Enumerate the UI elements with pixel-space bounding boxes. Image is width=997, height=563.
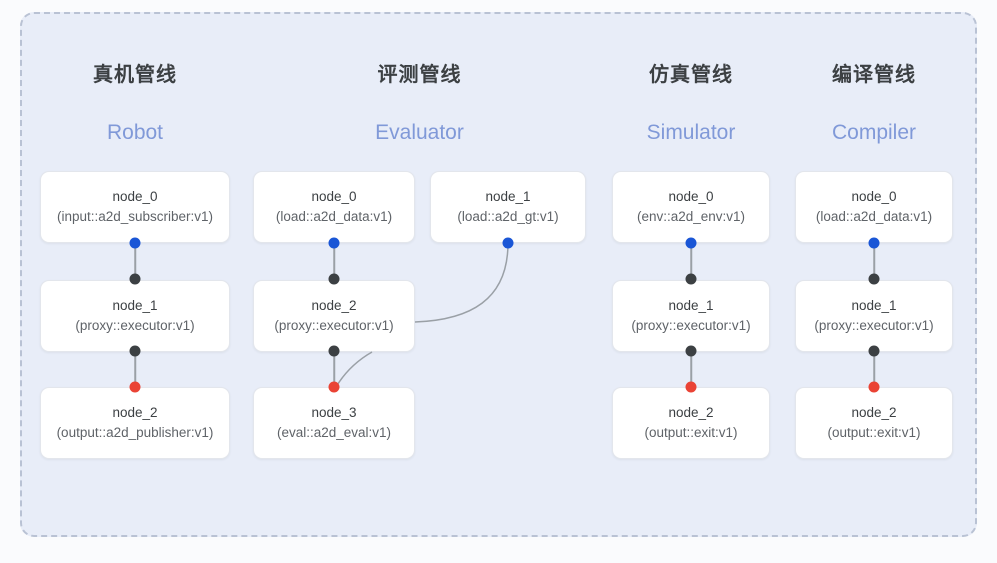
node-eval-node-0[interactable]: node_0 (load::a2d_data:v1) xyxy=(253,171,415,243)
port-input-comp-node-2[interactable] xyxy=(868,381,880,393)
node-sim-node-1[interactable]: node_1 (proxy::executor:v1) xyxy=(612,280,770,352)
column-title-en-robot: Robot xyxy=(106,121,164,144)
node-name: node_1 xyxy=(485,189,531,204)
node-name: node_0 xyxy=(112,189,158,204)
column-title-cn-compiler: 编译管线 xyxy=(832,64,916,86)
pipeline-column-simulator: 仿真管线 Simulator xyxy=(612,0,770,563)
node-type: (proxy::executor:v1) xyxy=(75,318,195,333)
port-output-comp-node-1[interactable] xyxy=(868,345,880,357)
column-title-en-simulator: Simulator xyxy=(646,121,736,144)
edge-eval-2-3 xyxy=(333,351,335,387)
edge-eval-0-2 xyxy=(333,243,335,280)
node-type: (output::a2d_publisher:v1) xyxy=(56,425,214,440)
port-output-sim-node-1[interactable] xyxy=(685,345,697,357)
port-input-sim-node-1[interactable] xyxy=(685,273,697,285)
node-comp-node-0[interactable]: node_0 (load::a2d_data:v1) xyxy=(795,171,953,243)
node-comp-node-1[interactable]: node_1 (proxy::executor:v1) xyxy=(795,280,953,352)
node-name: node_2 xyxy=(112,405,158,420)
node-type: (output::exit:v1) xyxy=(827,425,921,440)
port-input-sim-node-2[interactable] xyxy=(685,381,697,393)
edge-comp-0-1 xyxy=(873,243,875,280)
column-title-en-evaluator: Evaluator xyxy=(375,121,464,144)
node-eval-node-2[interactable]: node_2 (proxy::executor:v1) xyxy=(253,280,415,352)
node-eval-node-3[interactable]: node_3 (eval::a2d_eval:v1) xyxy=(253,387,415,459)
column-title-cn-simulator: 仿真管线 xyxy=(649,64,733,86)
port-input-robot-node-1[interactable] xyxy=(129,273,141,285)
port-output-robot-node-0[interactable] xyxy=(129,237,141,249)
pipeline-column-compiler: 编译管线 Compiler xyxy=(795,0,953,563)
port-output-eval-node-0[interactable] xyxy=(328,237,340,249)
port-input-comp-node-1[interactable] xyxy=(868,273,880,285)
node-name: node_1 xyxy=(851,298,897,313)
port-output-robot-node-1[interactable] xyxy=(129,345,141,357)
node-robot-node-0[interactable]: node_0 (input::a2d_subscriber:v1) xyxy=(40,171,230,243)
node-name: node_2 xyxy=(851,405,897,420)
node-name: node_0 xyxy=(311,189,357,204)
port-output-sim-node-0[interactable] xyxy=(685,237,697,249)
node-name: node_3 xyxy=(311,405,357,420)
node-sim-node-2[interactable]: node_2 (output::exit:v1) xyxy=(612,387,770,459)
node-type: (proxy::executor:v1) xyxy=(631,318,751,333)
node-type: (proxy::executor:v1) xyxy=(814,318,934,333)
node-comp-node-2[interactable]: node_2 (output::exit:v1) xyxy=(795,387,953,459)
node-type: (input::a2d_subscriber:v1) xyxy=(56,209,214,224)
port-input-robot-node-2[interactable] xyxy=(129,381,141,393)
edge-sim-1-2 xyxy=(690,351,692,387)
edge-robot-1-2 xyxy=(134,351,136,387)
node-type: (load::a2d_data:v1) xyxy=(815,209,933,224)
node-type: (load::a2d_gt:v1) xyxy=(457,209,559,224)
node-type: (env::a2d_env:v1) xyxy=(636,209,746,224)
node-type: (proxy::executor:v1) xyxy=(274,318,394,333)
port-output-eval-node-1[interactable] xyxy=(502,237,514,249)
column-title-cn-robot: 真机管线 xyxy=(93,64,177,86)
column-title-cn-evaluator: 评测管线 xyxy=(377,64,462,86)
port-input-eval-node-3[interactable] xyxy=(328,381,340,393)
node-robot-node-2[interactable]: node_2 (output::a2d_publisher:v1) xyxy=(40,387,230,459)
node-type: (load::a2d_data:v1) xyxy=(275,209,393,224)
column-title-en-compiler: Compiler xyxy=(831,121,917,144)
node-type: (output::exit:v1) xyxy=(644,425,738,440)
pipeline-column-robot: 真机管线 Robot xyxy=(40,0,230,563)
edge-sim-0-1 xyxy=(690,243,692,280)
edge-robot-0-1 xyxy=(134,243,136,280)
pipeline-column-evaluator: 评测管线 Evaluator xyxy=(253,0,586,563)
edge-comp-1-2 xyxy=(873,351,875,387)
port-input-eval-node-2[interactable] xyxy=(328,273,340,285)
node-robot-node-1[interactable]: node_1 (proxy::executor:v1) xyxy=(40,280,230,352)
node-name: node_2 xyxy=(311,298,357,313)
node-sim-node-0[interactable]: node_0 (env::a2d_env:v1) xyxy=(612,171,770,243)
node-name: node_0 xyxy=(668,189,714,204)
node-name: node_2 xyxy=(668,405,714,420)
port-output-eval-node-2[interactable] xyxy=(328,345,340,357)
port-output-comp-node-0[interactable] xyxy=(868,237,880,249)
node-name: node_1 xyxy=(112,298,158,313)
node-type: (eval::a2d_eval:v1) xyxy=(276,425,392,440)
node-name: node_0 xyxy=(851,189,897,204)
node-eval-node-1[interactable]: node_1 (load::a2d_gt:v1) xyxy=(430,171,586,243)
node-name: node_1 xyxy=(668,298,714,313)
